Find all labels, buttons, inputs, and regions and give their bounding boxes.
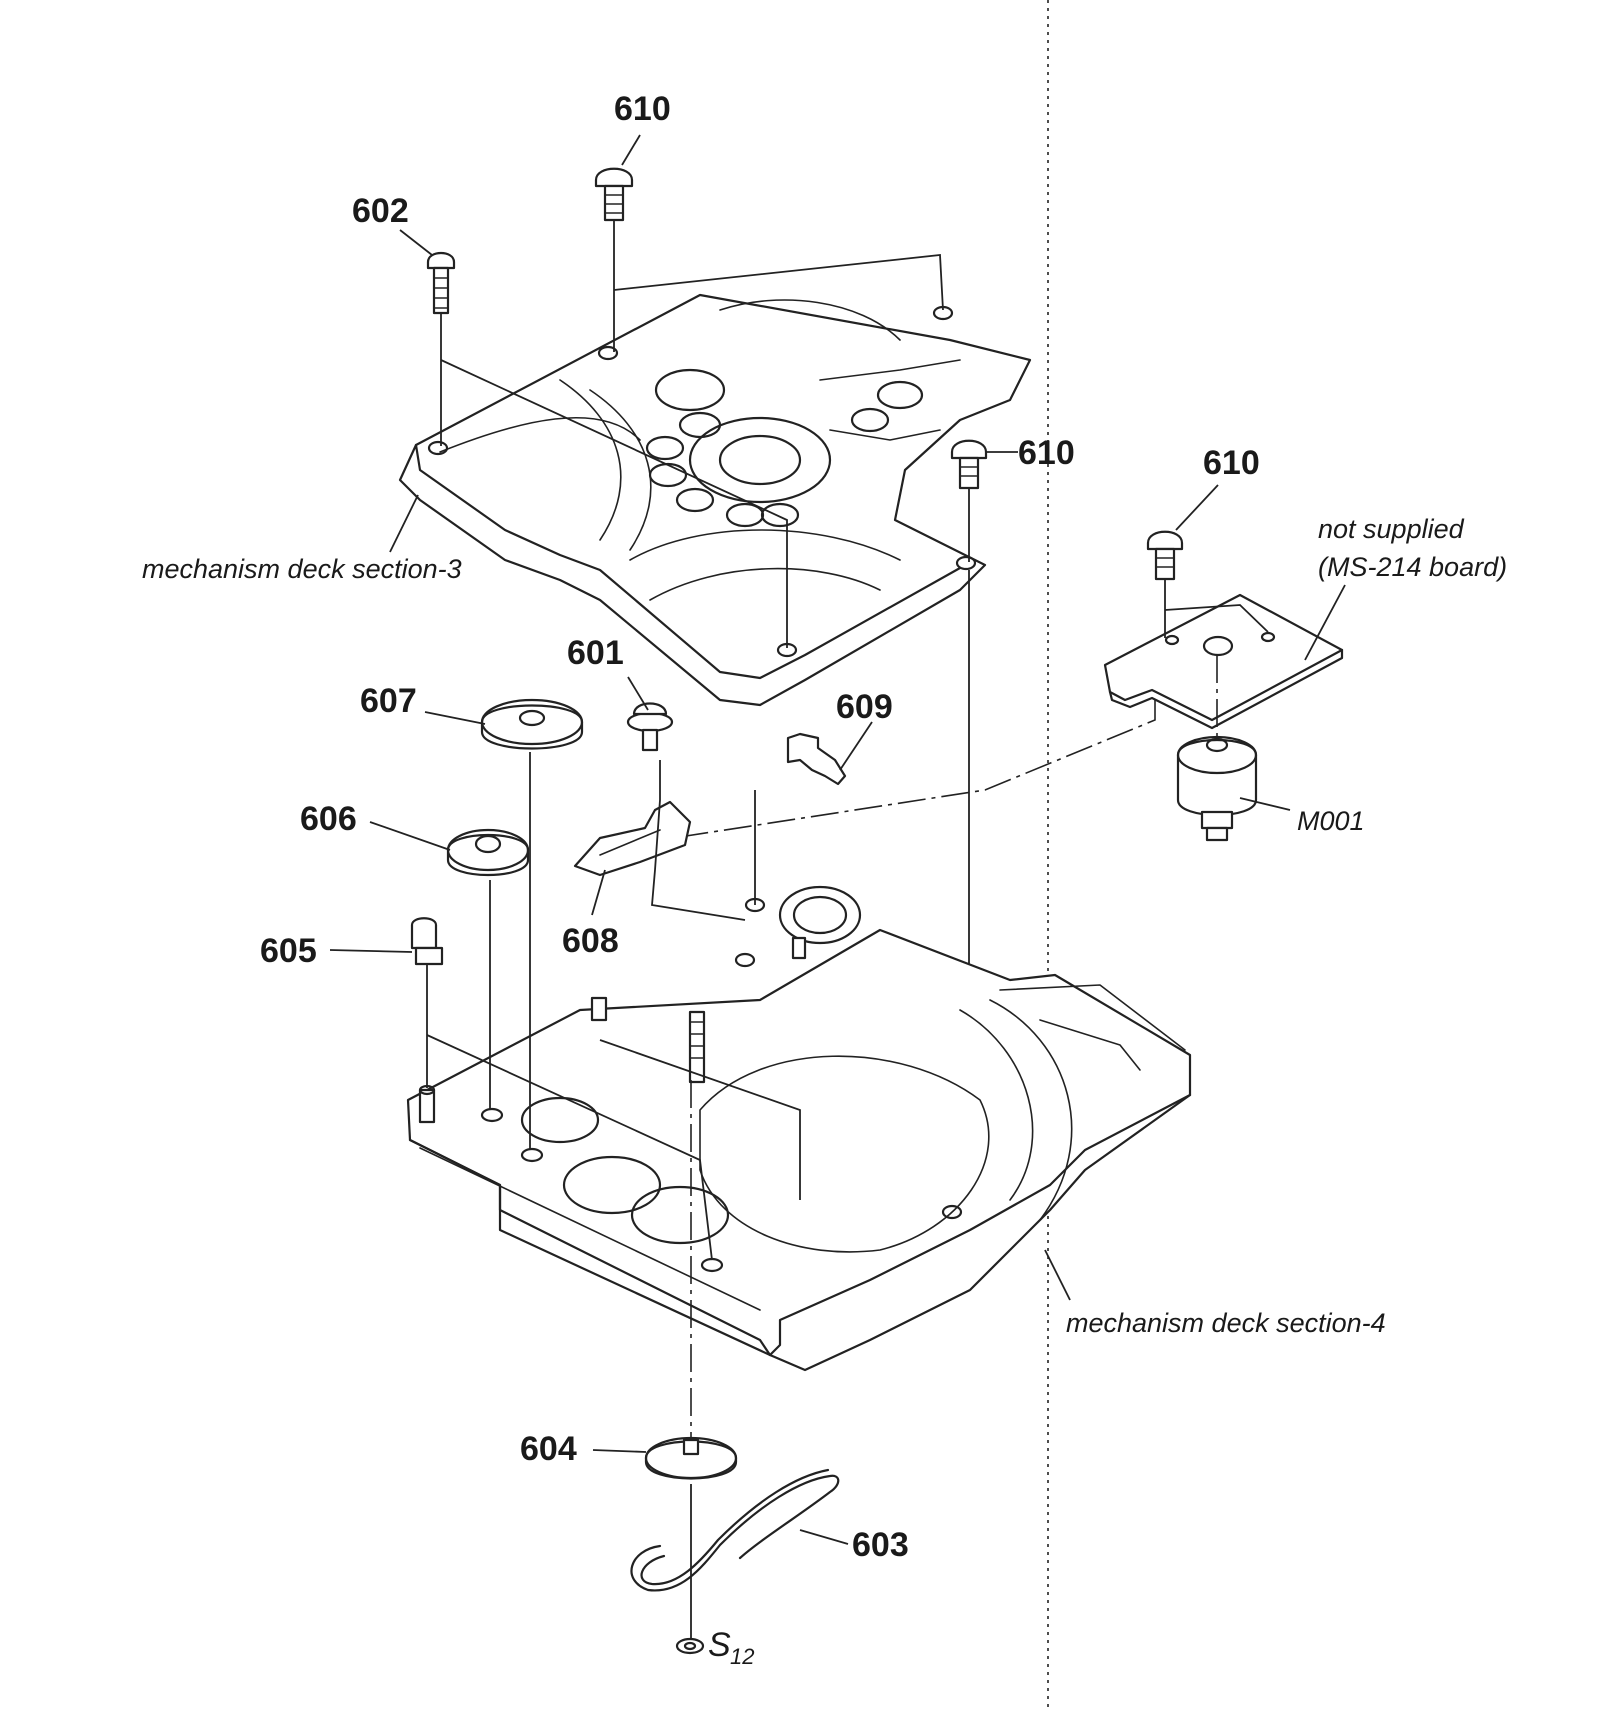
screw-610-mid — [950, 439, 988, 490]
leader-deck3 — [389, 494, 419, 553]
label-s12-main: S — [708, 1626, 731, 1664]
leader-deck4 — [1044, 1249, 1071, 1301]
label-deck-section-4: mechanism deck section-4 — [1066, 1308, 1386, 1338]
screw-602 — [426, 251, 456, 315]
leader-603 — [799, 1529, 849, 1545]
label-s12-sub: 12 — [730, 1644, 754, 1669]
part-number-603: 603 — [852, 1526, 909, 1564]
part-number-605: 605 — [260, 932, 317, 970]
leader-607 — [424, 711, 486, 725]
label-ms-214-board: (MS-214 board) — [1318, 552, 1507, 582]
leader-606 — [369, 821, 451, 851]
lever-608 — [573, 800, 692, 877]
part-number-610-top: 610 — [614, 90, 671, 128]
part-number-601: 601 — [567, 634, 624, 672]
part-number-609: 609 — [836, 688, 893, 726]
washer-s12 — [675, 1637, 705, 1655]
leader-610-top — [621, 134, 641, 166]
motor-m001-drawing — [1176, 655, 1258, 842]
motor-assembly-line — [594, 700, 1156, 851]
leader-602 — [399, 229, 433, 256]
leader-601 — [627, 676, 649, 711]
leader-608 — [591, 869, 606, 916]
label-deck-section-3: mechanism deck section-3 — [142, 554, 462, 584]
gear-606 — [446, 828, 530, 876]
screw-610-top — [594, 167, 634, 222]
screw-601 — [626, 702, 674, 752]
part-number-607: 607 — [360, 682, 417, 720]
leader-605 — [329, 949, 413, 953]
deck-section-3-drawing — [398, 293, 1032, 707]
part-number-606: 606 — [300, 800, 357, 838]
ms-214-board-drawing — [1103, 579, 1344, 730]
gear-607 — [480, 698, 584, 750]
screw-610-right — [1146, 530, 1184, 581]
leader-610-right — [1175, 484, 1219, 531]
leader-609 — [839, 721, 873, 771]
part-number-610-right: 610 — [1203, 444, 1260, 482]
pin-605 — [410, 917, 444, 966]
deck-section-4-drawing — [406, 885, 1192, 1372]
part-number-608: 608 — [562, 922, 619, 960]
part-number-610-mid: 610 — [1018, 434, 1075, 472]
label-motor-m001: M001 — [1297, 806, 1365, 836]
part-number-604: 604 — [520, 1430, 577, 1468]
part-609 — [786, 732, 847, 786]
belt-603 — [630, 1468, 840, 1592]
pulley-604 — [644, 1436, 738, 1480]
leader-m001 — [1239, 797, 1291, 811]
assembly-lines-lower — [426, 752, 801, 1640]
label-not-supplied: not supplied — [1318, 514, 1465, 544]
leader-not-supplied — [1304, 584, 1346, 661]
part-number-602: 602 — [352, 192, 409, 230]
leader-604 — [592, 1449, 647, 1453]
